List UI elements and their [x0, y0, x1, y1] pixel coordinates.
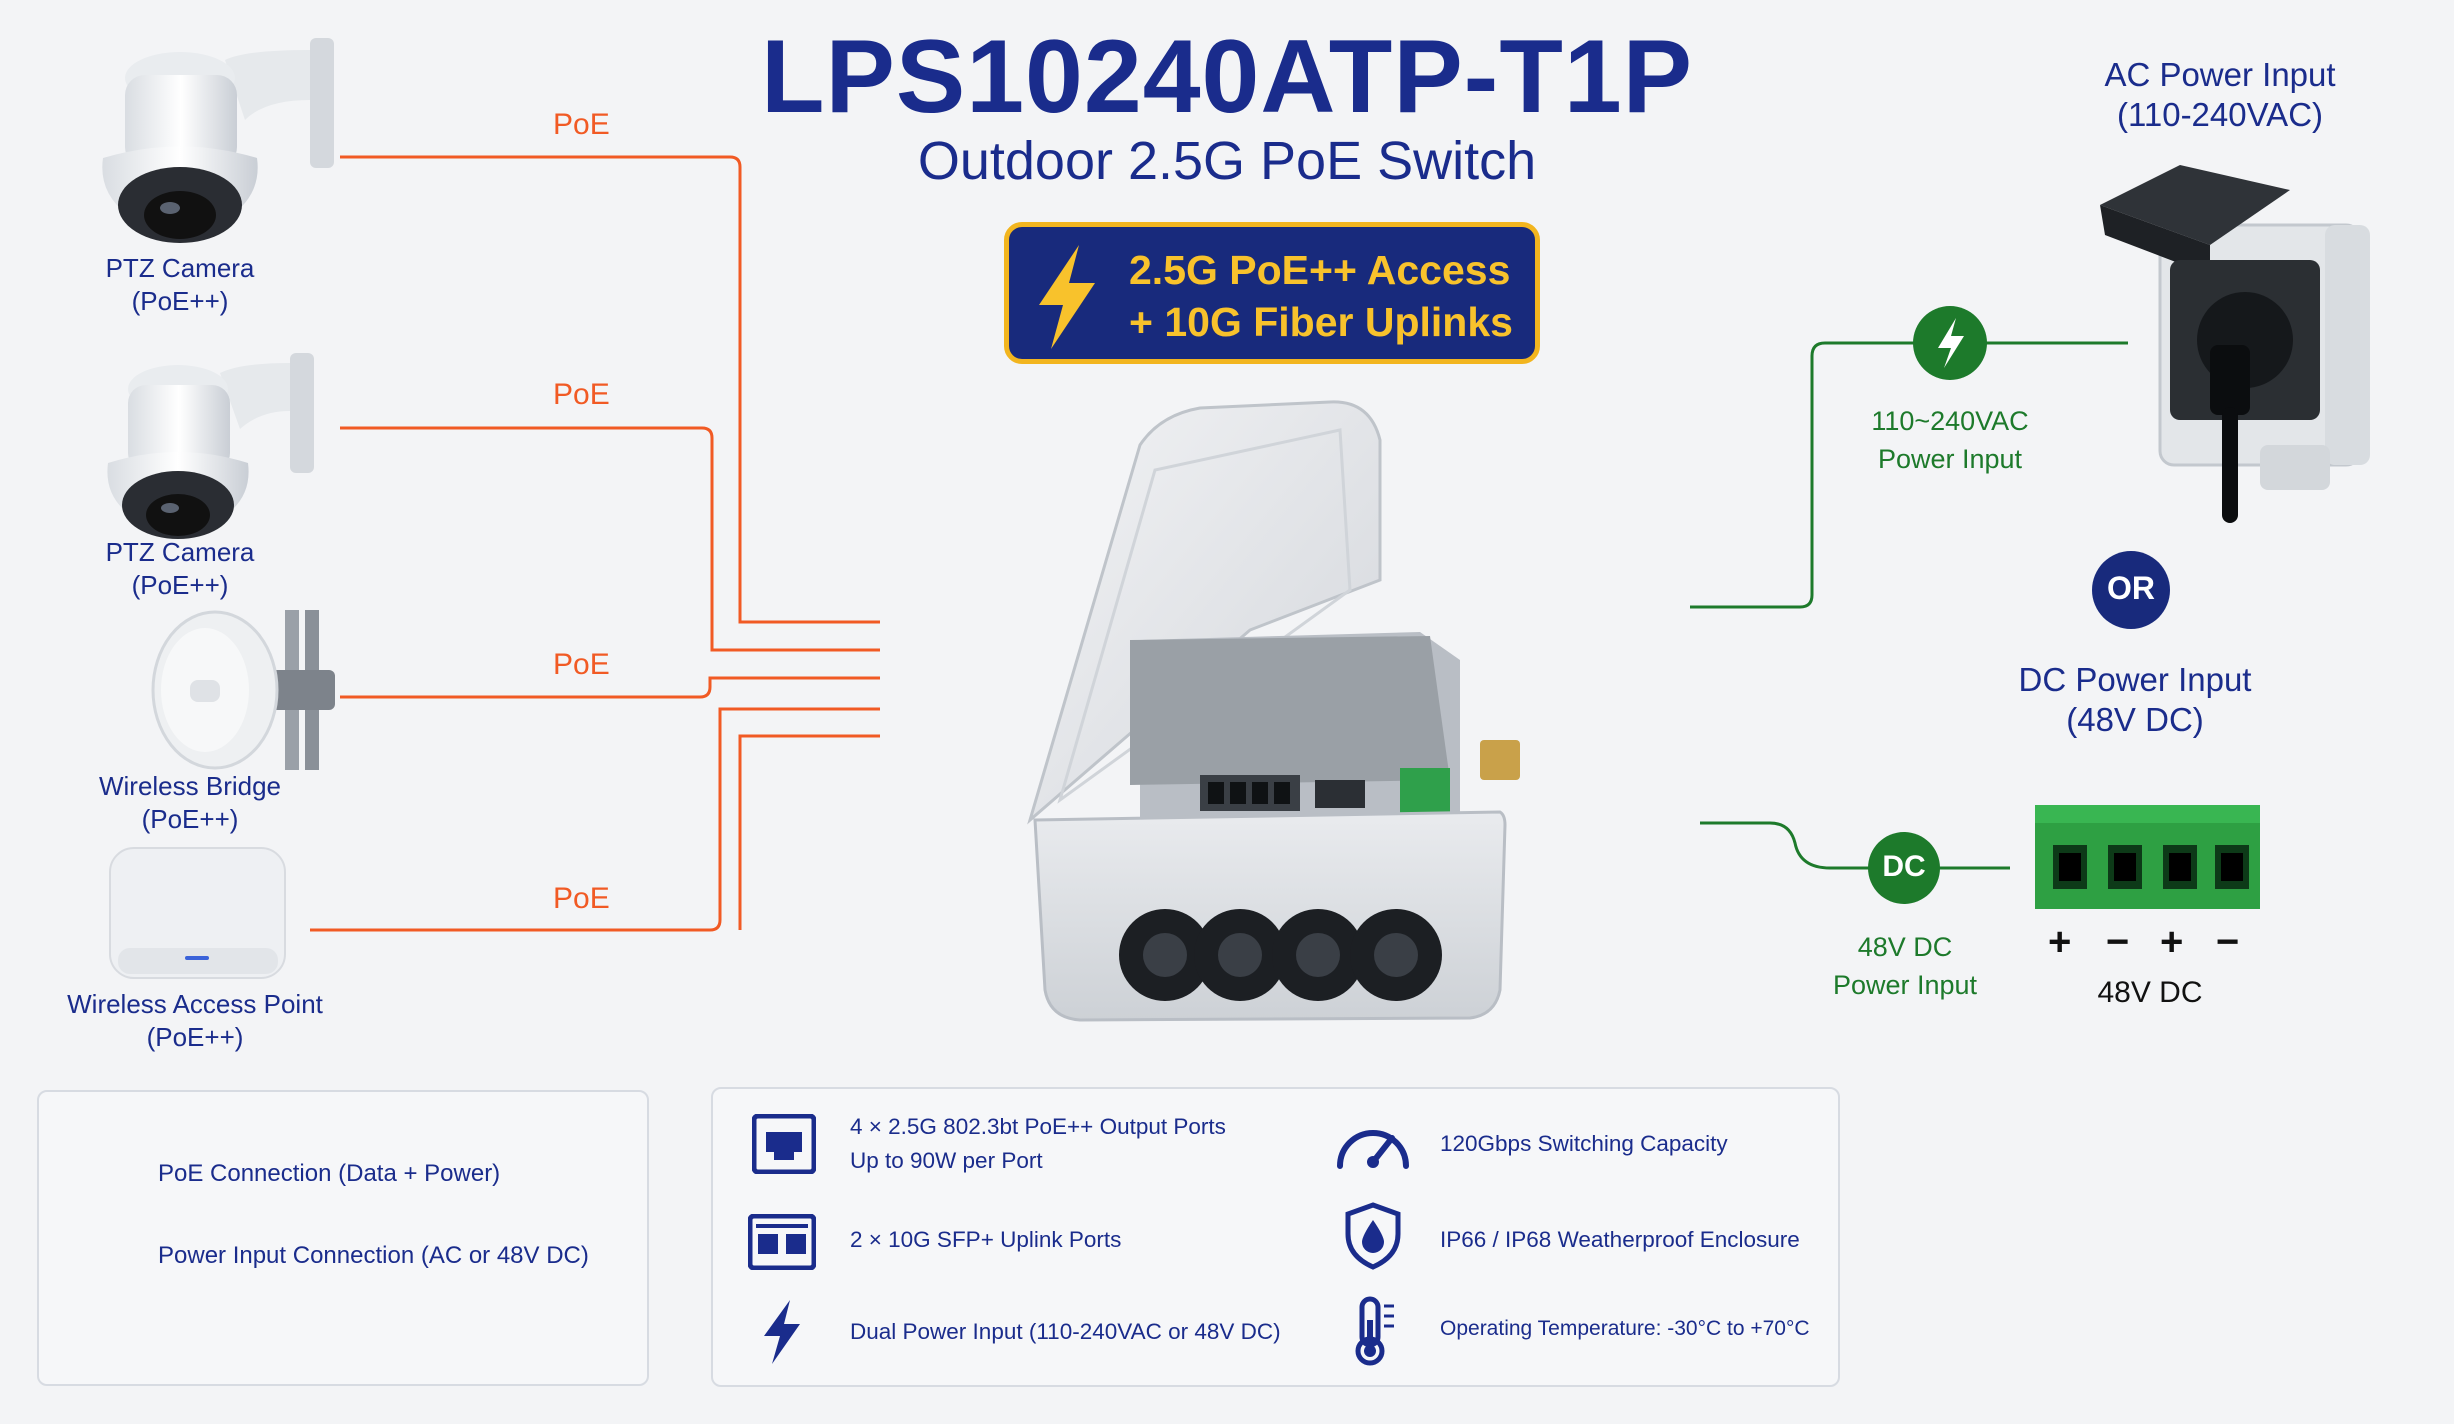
poe-link-label-3: PoE — [553, 648, 610, 681]
legend-poe-label: PoE Connection (Data + Power) — [158, 1160, 501, 1187]
ptz-camera-icon — [107, 353, 314, 539]
ac-power-node-label: 110~240VAC Power Input — [1871, 406, 2029, 474]
ac-power-line — [1690, 341, 1915, 609]
ac-power-node — [1913, 306, 1987, 380]
badge-line-1: 2.5G PoE++ Access — [1129, 247, 1511, 293]
feature-poe-ports: 4 × 2.5G 802.3bt PoE++ Output Ports Up t… — [850, 1114, 1226, 1173]
device-label-wireless-access-point: Wireless Access Point (PoE++) — [67, 989, 323, 1052]
thermometer-icon — [1355, 1296, 1394, 1366]
poe-link-label-2: PoE — [553, 378, 610, 411]
poe-link-label-1: PoE — [553, 108, 610, 141]
terminal-label: 48V DC — [2097, 976, 2203, 1009]
dc-node-label: DC — [1882, 850, 1926, 883]
feature-badge: 2.5G PoE++ Access + 10G Fiber Uplinks — [1004, 222, 1540, 364]
or-node — [2092, 551, 2170, 629]
poe-line-5 — [738, 734, 880, 930]
page-subtitle: Outdoor 2.5G PoE Switch — [917, 131, 1537, 191]
lightning-icon — [1039, 245, 1095, 349]
features-panel — [711, 1087, 1840, 1387]
speedometer-icon — [1337, 1130, 1409, 1169]
shield-drop-icon — [1345, 1202, 1401, 1270]
lightning-icon — [764, 1300, 800, 1364]
feature-operating-temperature: Operating Temperature: -30°C to +70°C — [1440, 1317, 1810, 1340]
wireless-bridge-icon — [151, 610, 335, 770]
legend-panel — [37, 1090, 649, 1386]
poe-line-4 — [310, 707, 880, 932]
switch-enclosure-image — [1027, 400, 1520, 1022]
ptz-camera-icon — [102, 38, 334, 243]
sfp-port-icon — [748, 1214, 816, 1270]
dc-power-title: DC Power Input (48V DC) — [2018, 661, 2252, 738]
poe-link-label-4: PoE — [553, 882, 610, 915]
dc-power-node-label: 48V DC Power Input — [1832, 932, 1978, 1000]
terminal-sign-1: + — [2048, 920, 2072, 964]
terminal-sign-4: − — [2216, 920, 2240, 964]
legend-power-label: Power Input Connection (AC or 48V DC) — [158, 1242, 589, 1269]
device-label-wireless-bridge: Wireless Bridge (PoE++) — [98, 771, 282, 834]
feature-dual-power: Dual Power Input (110-240VAC or 48V DC) — [850, 1319, 1281, 1344]
or-label: OR — [2107, 570, 2155, 606]
badge-line-2: + 10G Fiber Uplinks — [1129, 299, 1513, 345]
power-lines — [1690, 341, 2128, 870]
device-label-ptz-camera-2: PTZ Camera (PoE++) — [105, 537, 255, 600]
feature-sfp-ports: 2 × 10G SFP+ Uplink Ports — [850, 1227, 1122, 1252]
device-label-ptz-camera-1: PTZ Camera (PoE++) — [105, 253, 255, 316]
dc-terminal-block-image — [2035, 805, 2260, 909]
poe-line-2 — [340, 426, 880, 652]
dc-power-node — [1868, 832, 1940, 904]
feature-weatherproof: IP66 / IP68 Weatherproof Enclosure — [1440, 1227, 1800, 1252]
ethernet-port-icon — [752, 1114, 816, 1174]
poe-lines — [310, 155, 880, 932]
poe-line-3 — [340, 676, 880, 699]
terminal-sign-3: + — [2160, 920, 2184, 964]
terminal-sign-2: − — [2106, 920, 2130, 964]
ac-outlet-image — [2100, 165, 2370, 523]
ac-power-title: AC Power Input (110-240VAC) — [2104, 56, 2336, 133]
dc-power-line — [1700, 821, 1870, 870]
feature-switching-capacity: 120Gbps Switching Capacity — [1440, 1131, 1728, 1156]
page-title: LPS10240ATP-T1P — [760, 19, 1694, 135]
poe-line-1 — [340, 155, 880, 624]
wireless-access-point-icon — [109, 847, 286, 979]
